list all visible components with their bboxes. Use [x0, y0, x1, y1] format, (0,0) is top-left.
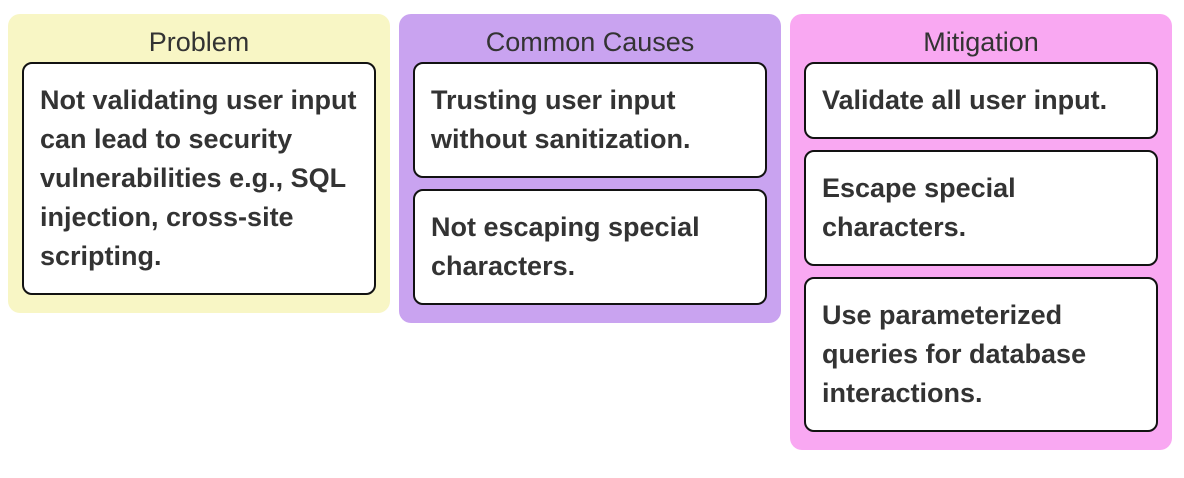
panel-mitigation: Mitigation Validate all user input. Esca…	[790, 14, 1172, 450]
diagram-board: Problem Not validating user input can le…	[8, 14, 1172, 450]
card-mitigation-3: Use parameterized queries for database i…	[804, 277, 1158, 432]
card-mitigation-1: Validate all user input.	[804, 62, 1158, 139]
panel-problem-title: Problem	[148, 27, 250, 57]
panel-problem-cards: Not validating user input can lead to se…	[22, 62, 376, 295]
panel-mitigation-cards: Validate all user input. Escape special …	[804, 62, 1158, 432]
card-problem-1: Not validating user input can lead to se…	[22, 62, 376, 295]
card-cause-2: Not escaping special characters.	[413, 189, 767, 305]
card-mitigation-2: Escape special characters.	[804, 150, 1158, 266]
panel-common-causes: Common Causes Trusting user input withou…	[399, 14, 781, 323]
panel-common-causes-title: Common Causes	[485, 27, 695, 57]
panel-mitigation-title: Mitigation	[923, 27, 1039, 57]
card-cause-1: Trusting user input without sanitization…	[413, 62, 767, 178]
panel-problem: Problem Not validating user input can le…	[8, 14, 390, 313]
panel-common-causes-cards: Trusting user input without sanitization…	[413, 62, 767, 305]
